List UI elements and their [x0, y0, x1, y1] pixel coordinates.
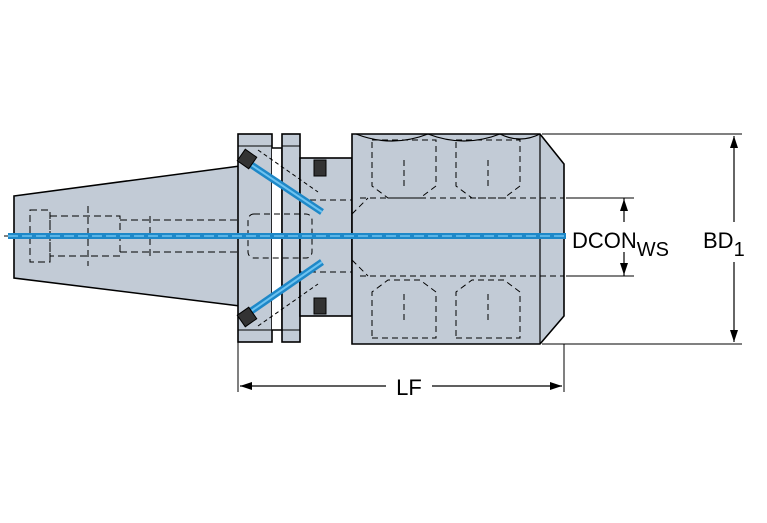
- dconws-main: DCON: [572, 228, 637, 253]
- dconws-sub: WS: [637, 239, 669, 261]
- coolant-channels: [236, 148, 327, 328]
- dconws-label: DCONWS: [572, 228, 669, 261]
- bd1-sub: 1: [734, 239, 745, 261]
- lf-label: LF: [396, 375, 422, 400]
- dimension-lf: LF: [237, 342, 565, 400]
- bd1-label: BD1: [703, 228, 745, 261]
- dimension-bd1: BD1: [542, 133, 745, 345]
- dimension-dconws: DCONWS: [566, 197, 669, 277]
- bd1-main: BD: [703, 228, 734, 253]
